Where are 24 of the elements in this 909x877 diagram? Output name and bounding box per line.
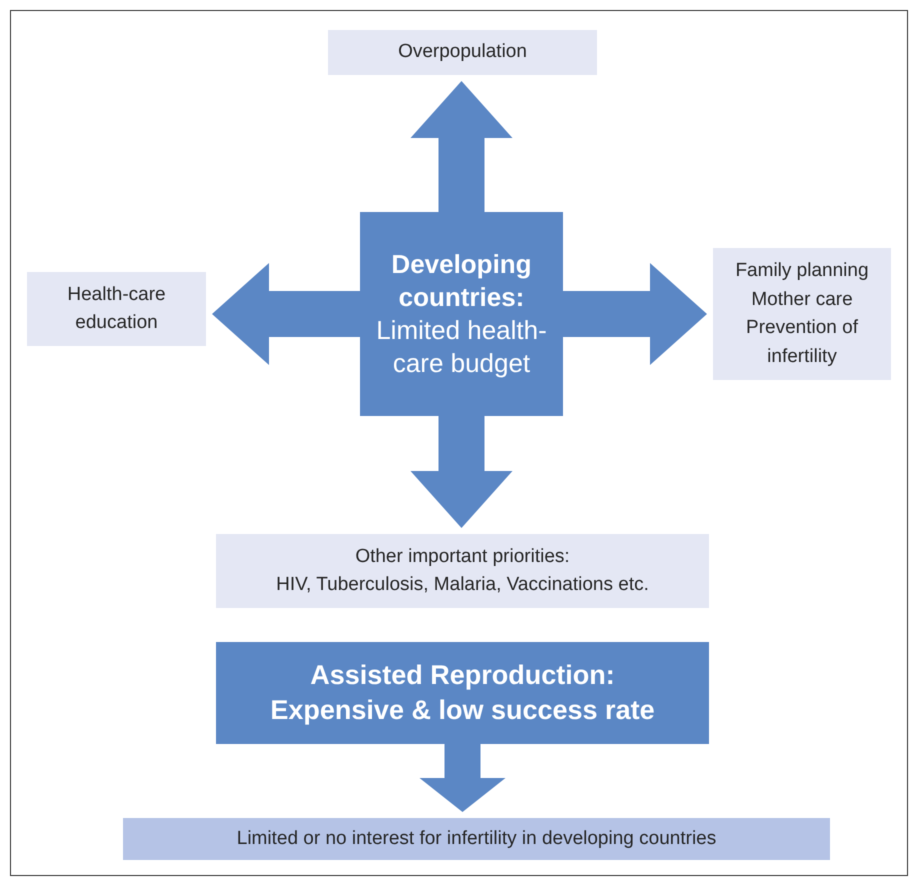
block-arrow <box>563 263 707 365</box>
conclusion-box <box>123 818 830 860</box>
block-arrow <box>410 81 512 212</box>
node-text: Family planning <box>735 259 869 283</box>
node-text: Assisted Reproduction: <box>310 659 615 692</box>
node-text: Prevention of infertility <box>745 316 859 368</box>
node-text: Expensive & low success rate <box>270 694 655 727</box>
block-arrow <box>410 416 512 528</box>
node-text: Mother care <box>751 288 853 312</box>
text-box <box>713 248 891 380</box>
node-text: Developing countries: <box>390 248 533 314</box>
block-arrow <box>420 744 506 812</box>
node-text: Health-care education <box>66 282 167 335</box>
node-text: Other important priorities: <box>355 544 570 568</box>
node-text: Limited or no interest for infertility in developing countries <box>236 826 716 851</box>
text-box <box>216 534 709 608</box>
highlight-box <box>360 212 563 416</box>
node-text: HIV, Tuberculosis, Malaria, Vaccinations etc. <box>276 573 649 597</box>
text-box <box>328 30 597 75</box>
node-text: Limited health-care budget <box>375 314 548 380</box>
node-text: Overpopulation <box>398 40 527 64</box>
highlight-box <box>216 642 709 744</box>
block-arrow <box>212 263 360 365</box>
text-box <box>27 272 206 346</box>
